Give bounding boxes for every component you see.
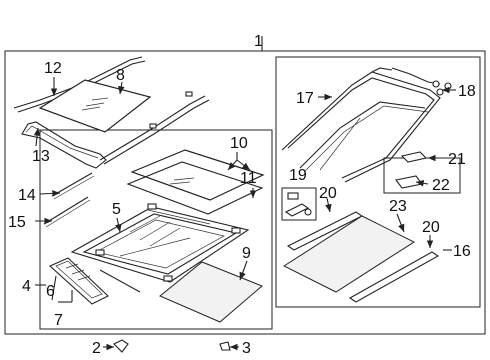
callout-17: 17 <box>296 90 314 107</box>
callout-15: 15 <box>8 214 26 231</box>
callout-16: 16 <box>453 243 471 260</box>
callout-23: 23 <box>389 198 407 215</box>
part-10-glass <box>130 149 265 201</box>
callout-12: 12 <box>44 60 62 77</box>
callout-22: 22 <box>432 177 450 194</box>
callout-21: 21 <box>448 151 466 168</box>
callout-20-right: 20 <box>422 219 440 236</box>
callout-7: 7 <box>54 312 63 329</box>
part-13-weatherstrip <box>21 121 107 169</box>
part-6-deflector <box>49 257 109 305</box>
callout-3: 3 <box>242 340 251 357</box>
part-21-motor <box>400 151 428 163</box>
callout-13: 13 <box>32 148 50 165</box>
callout-8: 8 <box>116 67 125 84</box>
frame-assembly-box <box>39 129 273 330</box>
callout-11: 11 <box>240 170 257 187</box>
callout-5: 5 <box>112 201 121 218</box>
callout-19: 19 <box>289 167 307 184</box>
callout-2: 2 <box>92 340 101 357</box>
part-19-box <box>281 187 317 221</box>
part-23-shade <box>282 215 416 293</box>
part-19-switch <box>287 192 299 200</box>
part-18-harness <box>391 67 441 85</box>
part-9-sunshade <box>159 261 263 323</box>
callout-10: 10 <box>230 135 248 152</box>
callout-18: 18 <box>458 83 476 100</box>
part-20-rail-right <box>348 251 440 303</box>
callout-14: 14 <box>18 187 36 204</box>
drain-and-shade-box <box>275 56 481 308</box>
main-assembly-frame <box>4 50 486 335</box>
callout-6: 6 <box>46 283 55 300</box>
part-11-seal <box>126 161 264 215</box>
part-15-hose <box>43 196 89 225</box>
part-17-drain-frame <box>281 71 441 183</box>
callout-1: 1 <box>254 33 263 50</box>
part-12-rail <box>13 56 143 109</box>
callout-9: 9 <box>242 245 251 262</box>
callout-20-left: 20 <box>319 185 337 202</box>
part-8-glass <box>38 79 152 133</box>
callout-4: 4 <box>22 278 31 295</box>
